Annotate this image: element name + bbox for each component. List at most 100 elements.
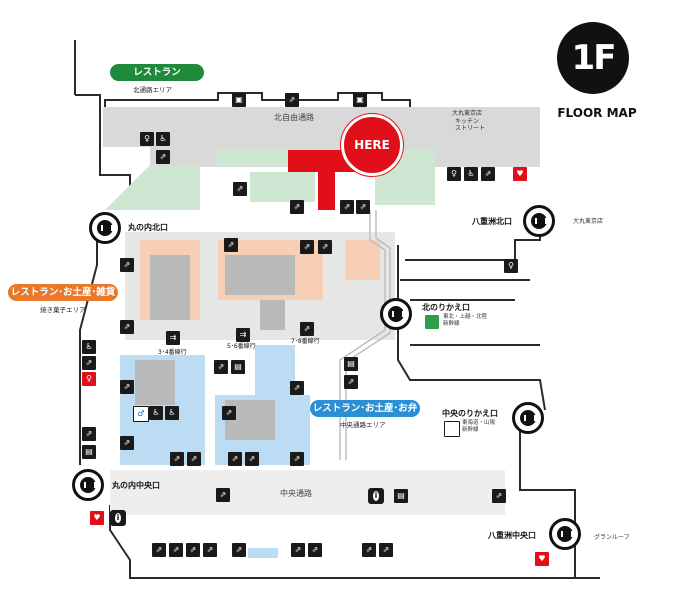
info-icon[interactable]	[110, 510, 126, 526]
escalator-icon: ⇗	[82, 427, 96, 441]
escalator-icon: ⇗	[233, 182, 247, 196]
ticket-gate-5-6-label: 5･6番線行	[227, 343, 256, 350]
bento-shop-north	[255, 345, 295, 395]
zone-sub-central-passage-area: 中央通路エリア	[340, 421, 386, 429]
floor-badge: 1F	[557, 22, 629, 94]
escalator-icon: ⇗	[291, 543, 305, 557]
escalator-icon: ⇗	[156, 150, 170, 164]
wheelchair-icon: ♿	[82, 340, 96, 354]
ticket-gate-icon	[380, 298, 412, 330]
restroom-icon: ♀	[140, 132, 154, 146]
floor-map-title: FLOOR MAP	[557, 106, 637, 120]
escalator-icon: ⇗	[340, 200, 354, 214]
restroom-icon: ♀	[447, 167, 461, 181]
escalator-icon: ⇗	[318, 240, 332, 254]
ticket-gate-icon: ⇉	[236, 328, 250, 342]
exit-marunouchi-central[interactable]: 丸の内中央口	[112, 481, 160, 490]
shop-block-gray-sw	[135, 360, 175, 405]
escalator-icon: ⇗	[379, 543, 393, 557]
shop-block-gray-center	[225, 255, 295, 295]
escalator-icon: ⇗	[492, 489, 506, 503]
direction-granroof: グランルーフ	[594, 534, 630, 541]
shinkansen-icon	[425, 315, 439, 329]
escalator-icon: ⇗	[169, 543, 183, 557]
exit-marunouchi-north[interactable]: 丸の内北口	[128, 223, 168, 232]
escalator-icon: ⇗	[224, 238, 238, 252]
escalator-icon: ⇗	[308, 543, 322, 557]
escalator-icon: ⇗	[232, 543, 246, 557]
escalator-icon: ⇗	[120, 380, 134, 394]
info-icon[interactable]	[368, 488, 384, 504]
north-restaurant-shop-center	[250, 172, 315, 202]
escalator-icon: ⇗	[216, 488, 230, 502]
here-marker: HERE	[341, 114, 403, 176]
zone-sub-north-passage-area: 北通路エリア	[133, 86, 172, 94]
aed-icon: ♥	[90, 511, 104, 525]
souvenir-shop-east	[345, 240, 380, 280]
escalator-icon: ⇗	[228, 452, 242, 466]
shinkansen-icon	[444, 421, 460, 437]
ticket-gate-icon	[512, 402, 544, 434]
escalator-icon: ⇗	[170, 452, 184, 466]
escalator-icon: ⇗	[300, 240, 314, 254]
escalator-icon: ⇗	[82, 356, 96, 370]
restroom-icon: ♂	[133, 406, 149, 422]
escalator-icon: ⇗	[203, 543, 217, 557]
aed-icon: ♥	[535, 552, 549, 566]
escalator-icon: ⇗	[152, 543, 166, 557]
aed-icon: ♥	[513, 167, 527, 181]
exit-yaesu-central[interactable]: 八重洲中央口	[488, 531, 536, 540]
escalator-icon: ⇗	[245, 452, 259, 466]
escalator-icon: ⇗	[290, 452, 304, 466]
escalator-icon: ⇗	[187, 452, 201, 466]
transfer-central-lines: 東海道・山陽 新幹線	[462, 420, 496, 433]
escalator-icon: ⇗	[362, 543, 376, 557]
central-passage-label: 中央通路	[280, 489, 312, 498]
ticket-gate-7-8-label: 7･8番線行	[291, 338, 320, 345]
north-free-passage-label: 北自由通路	[274, 113, 314, 122]
zone-label-souvenir-goods: レストラン･お土産･雑貨	[8, 284, 118, 301]
escalator-icon: ⇗	[290, 200, 304, 214]
ticket-gate-3-4-label: 3･4番線行	[158, 349, 187, 356]
escalator-icon: ⇗	[222, 406, 236, 420]
elevator-icon: ▣	[232, 93, 246, 107]
direction-daimaru-right: 大丸東京店	[573, 218, 604, 225]
central-passage-blue-strip	[248, 548, 278, 558]
escalator-icon: ⇗	[186, 543, 200, 557]
wheelchair-icon: ♿	[165, 406, 179, 420]
escalator-icon: ⇗	[481, 167, 495, 181]
ticket-gate-icon: ⇉	[166, 331, 180, 345]
direction-daimaru-top: 大丸東京店	[452, 110, 483, 117]
zone-sub-baked-goods-area: 焼き菓子エリア	[40, 306, 86, 314]
elevator-icon: ▣	[353, 93, 367, 107]
transfer-central-label[interactable]: 中央のりかえ口	[442, 409, 498, 418]
restroom-icon: ♀	[82, 372, 96, 386]
locker-icon: ▤	[344, 357, 358, 371]
ticket-gate-icon	[89, 212, 121, 244]
wheelchair-icon: ♿	[156, 132, 170, 146]
escalator-icon: ⇗	[344, 375, 358, 389]
escalator-icon: ⇗	[120, 258, 134, 272]
north-restaurant-shops-west	[105, 165, 200, 210]
ticket-gate-icon	[549, 518, 581, 550]
north-restaurant-shop	[215, 150, 290, 166]
north-free-passage	[103, 107, 540, 147]
restroom-icon: ♀	[504, 259, 518, 273]
direction-kitchen-street: キッチン ストリート	[455, 118, 486, 132]
wheelchair-icon: ♿	[149, 406, 163, 420]
shop-block-gray-west	[150, 255, 190, 320]
exit-yaesu-north[interactable]: 八重洲北口	[472, 217, 512, 226]
locker-icon: ▤	[394, 489, 408, 503]
escalator-icon: ⇗	[120, 436, 134, 450]
zone-label-restaurant-north: レストラン	[110, 64, 204, 81]
transfer-north-label[interactable]: 北のりかえ口	[422, 303, 470, 312]
escalator-icon: ⇗	[300, 322, 314, 336]
wheelchair-icon: ♿	[464, 167, 478, 181]
central-passage	[110, 470, 505, 515]
escalator-icon: ⇗	[290, 381, 304, 395]
ticket-gate-icon	[72, 469, 104, 501]
escalator-icon: ⇗	[356, 200, 370, 214]
escalator-icon: ⇗	[120, 320, 134, 334]
shop-block-gray-small	[260, 300, 285, 330]
ticket-gate-icon	[523, 205, 555, 237]
